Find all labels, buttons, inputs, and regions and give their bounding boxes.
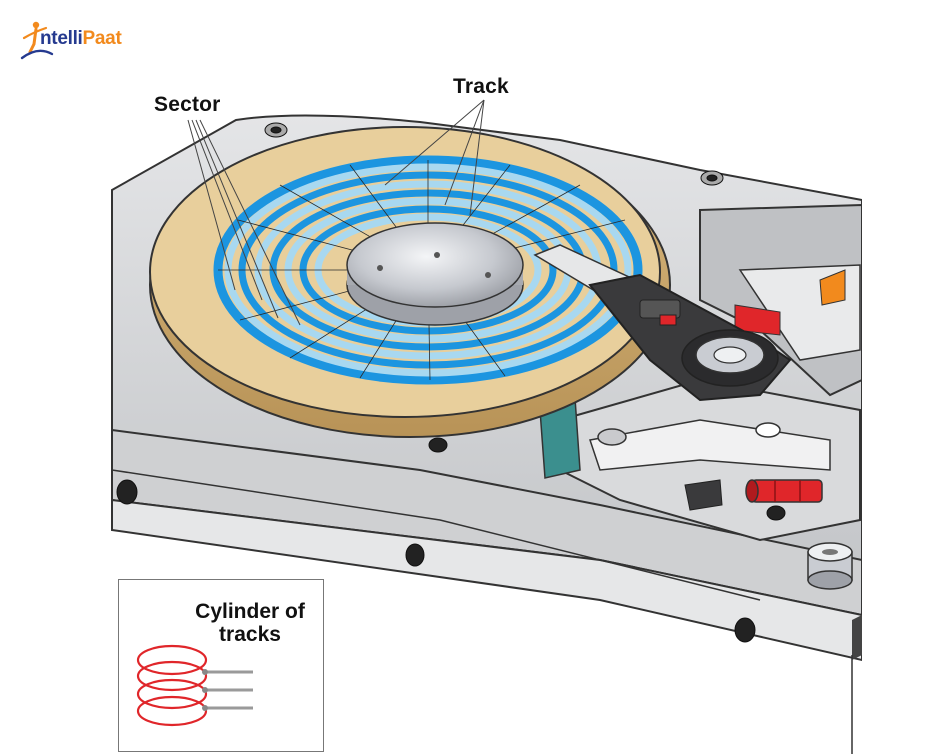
actuator-arm <box>533 244 792 402</box>
cylinder-title-line2: tracks <box>219 623 281 646</box>
cylinder-inset-title: Cylinder of tracks <box>175 600 325 646</box>
spindle-hub <box>346 222 524 326</box>
sector-callout-lines <box>187 119 301 326</box>
logo-text-paat: Paat <box>82 28 122 49</box>
track-label: Track <box>453 75 509 98</box>
cylinder-title-line1: Cylinder of <box>195 600 305 623</box>
red-connector <box>745 479 823 503</box>
logo-wordmark: ntelliPaat <box>40 28 122 50</box>
logo-figure-icon <box>20 21 54 60</box>
sector-label: Sector <box>154 93 221 116</box>
logo-text-intelli: ntelli <box>40 28 83 49</box>
intellipaat-logo <box>20 21 54 60</box>
cylinder-rings-icon <box>136 644 253 727</box>
screws <box>116 122 786 643</box>
cylinder-inset: Cylinder of tracks <box>118 579 324 752</box>
track-callout-lines <box>384 99 485 216</box>
chassis-bolt <box>807 542 853 590</box>
